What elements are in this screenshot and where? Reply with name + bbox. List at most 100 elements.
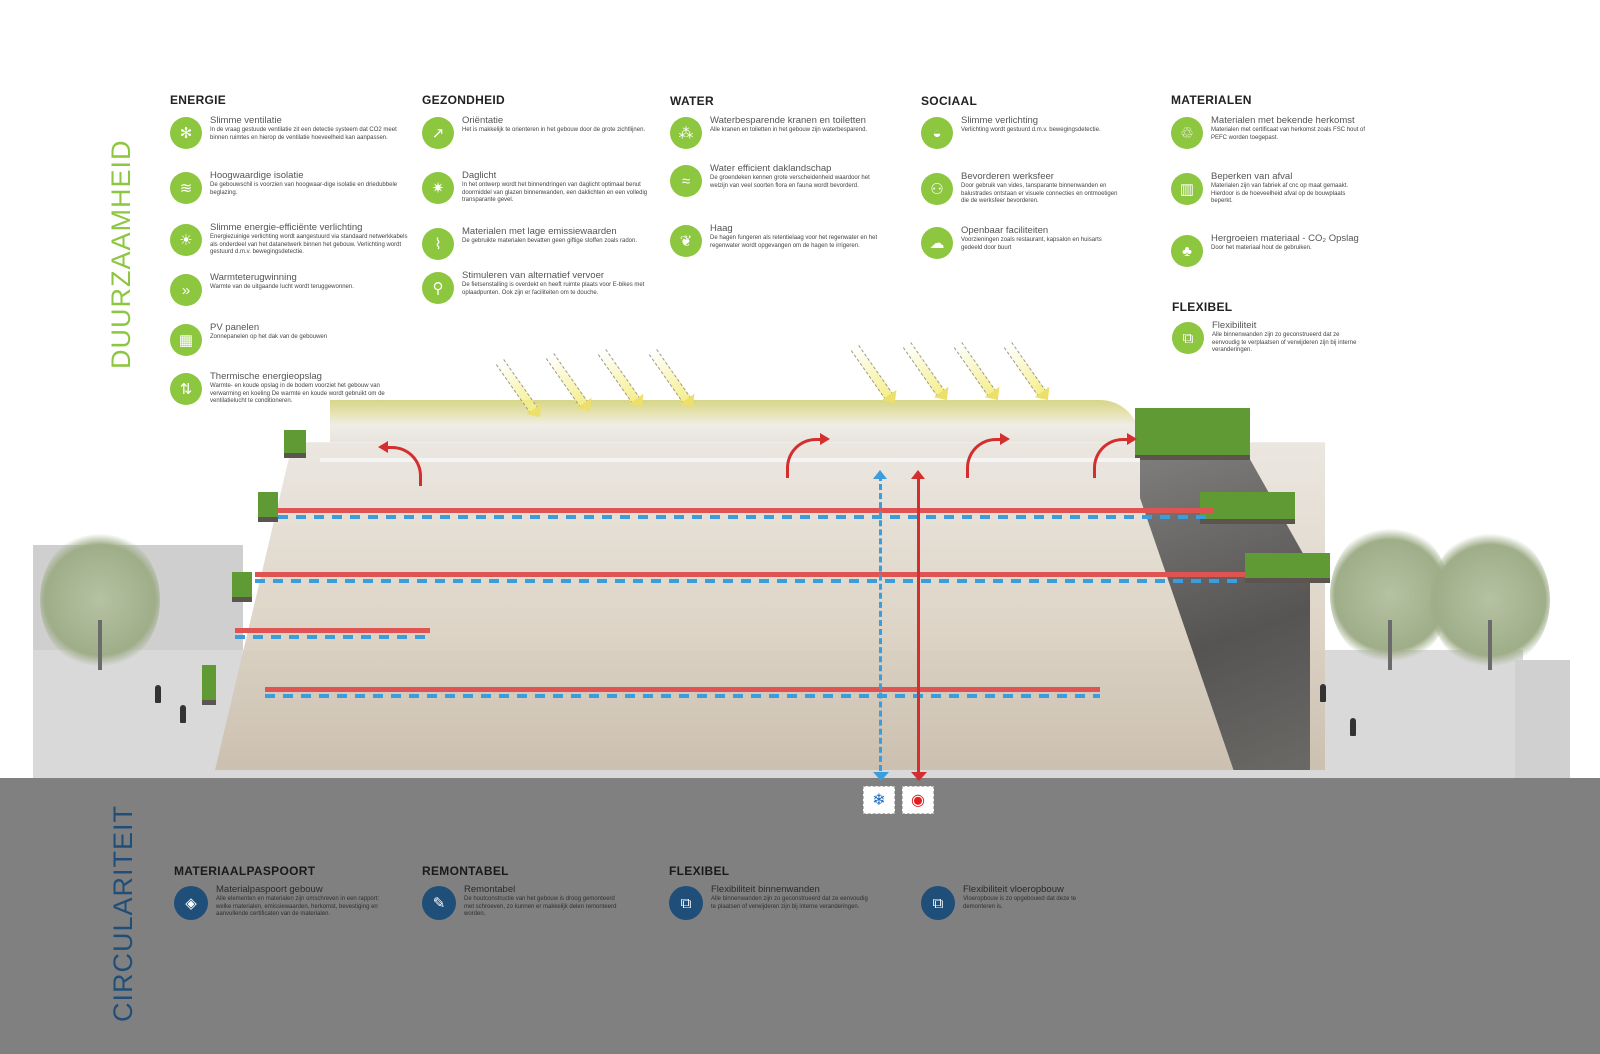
floor-slab [320, 458, 1140, 462]
item-title: Water efficient daklandschap [710, 163, 832, 174]
daylight-icon: ✷ [422, 172, 454, 204]
person-figure [180, 705, 186, 723]
item-desc: Warmte- en koude opslag in de bodem voor… [210, 383, 385, 404]
green-hedge [202, 665, 216, 705]
heating-line [265, 687, 1100, 692]
item-desc: Energiezuinige verlichting wordt aangest… [210, 234, 408, 255]
wrench-icon: ✎ [422, 886, 456, 920]
section-materiaalpaspoort: MATERIAALPASPOORT ◈ Materialpaspoort geb… [174, 864, 419, 944]
section-title: MATERIALEN [1171, 93, 1252, 107]
item-desc: Materialen zijn van fabriek af cnc op ma… [1211, 183, 1349, 204]
item-desc: Alle binnenwanden zijn zo geconstrueerd … [1212, 332, 1357, 353]
cold-storage-line [879, 475, 882, 780]
heating-line [278, 508, 1213, 513]
item-title: Hergroeien materiaal - CO₂ Opslag [1211, 233, 1359, 244]
waves-icon: ≈ [670, 165, 702, 197]
bicycle-icon: ⚲ [422, 272, 454, 304]
arrow-up-icon [873, 470, 887, 479]
section-title: REMONTABEL [422, 864, 509, 878]
section-title: WATER [670, 94, 714, 108]
cooling-line [265, 694, 1100, 698]
item-desc: Door het materiaal hout de gebruiken. [1211, 245, 1312, 251]
green-roof-terrace [1200, 492, 1295, 524]
item-desc: Zonnepanelen op het dak van de gebouwen [210, 334, 328, 340]
motion-light-icon: ◒ [921, 117, 953, 149]
cooling-line [278, 515, 1213, 519]
item-desc: De groendeken kennen grote verscheidenhe… [710, 175, 870, 189]
co2-fan-icon: ✻ [170, 117, 202, 149]
item-title: Hoogwaardige isolatie [210, 170, 304, 181]
item-title: Flexibiliteit vloeropbouw [963, 884, 1064, 895]
duurzaamheid-heading: DUURZAAMHEID [106, 139, 136, 369]
flexible-walls-icon: ⧉ [669, 886, 703, 920]
green-roof-terrace [1135, 408, 1250, 460]
item-title: Warmteterugwinning [210, 272, 297, 283]
item-title: Flexibiliteit binnenwanden [711, 884, 820, 895]
item-title: Materialpaspoort gebouw [216, 884, 323, 895]
community-icon: ☁ [921, 227, 953, 259]
item-title: Oriëntatie [462, 115, 504, 126]
arrow-up-icon [911, 470, 925, 479]
cooling-snowflake-icon: ❄ [863, 786, 895, 814]
item-desc: Materialen met certificaat van herkomst … [1211, 127, 1366, 141]
item-desc: In het ontwerp wordt het binnendringen v… [462, 182, 648, 203]
item-desc: Vloeropbouw is zo opgebouwd dat deze te … [963, 896, 1077, 910]
low-emission-icon: ⌇ [422, 228, 454, 260]
green-hedge [232, 572, 252, 602]
item-desc: De houtconstructie van het gebouw is dro… [464, 896, 617, 917]
tree-icon: ♣ [1171, 235, 1203, 267]
item-desc: Warmte van de uitgaande lucht wordt teru… [210, 284, 354, 290]
green-hedge [284, 430, 306, 458]
tree-trunk [1488, 620, 1492, 670]
section-title: GEZONDHEID [422, 93, 506, 107]
item-desc: Alle elementen en materialen zijn omschr… [216, 896, 380, 917]
item-title: Beperken van afval [1211, 171, 1293, 182]
tree-trunk [1388, 620, 1392, 670]
section-title: ENERGIE [170, 93, 227, 107]
arrow-down-icon [873, 772, 889, 781]
section-title: SOCIAAL [921, 94, 978, 108]
item-title: Materialen met lage emissiewaarden [462, 226, 617, 237]
item-title: Slimme ventilatie [210, 115, 282, 126]
section-title: FLEXIBEL [669, 864, 730, 878]
item-title: PV panelen [210, 322, 260, 333]
item-title: Haag [710, 223, 733, 234]
trash-bin-icon: ▥ [1171, 173, 1203, 205]
heat-recovery-icon: » [170, 274, 202, 306]
circularity-panel [0, 778, 1600, 1054]
solar-panel-icon: ▦ [170, 324, 202, 356]
lightbulb-icon: ☀ [170, 224, 202, 256]
heat-storage-line [917, 475, 920, 780]
item-desc: Voorzieningen zoals restaurant, kapsalon… [961, 237, 1102, 251]
section-water: WATER ⁂ Waterbesparende kranen en toilet… [670, 94, 915, 274]
circulariteit-heading: CIRCULARITEIT [108, 804, 138, 1022]
item-title: Openbaar faciliteiten [961, 225, 1049, 236]
item-title: Flexibiliteit [1212, 320, 1257, 331]
item-desc: De gebouwschil is voorzien van hoogwaar-… [210, 182, 398, 196]
thermal-storage-icon: ⇅ [170, 373, 202, 405]
item-desc: De gebruikte materialen bevatten geen gi… [462, 238, 638, 244]
item-desc: Door gebruik van vides, tansparante binn… [961, 183, 1118, 204]
item-desc: De hagen fungeren als retentielaag voor … [710, 235, 878, 249]
arrow-down-icon [911, 772, 927, 781]
cooling-line [255, 579, 1245, 583]
item-desc: Het is makkelijk te orienteren in het ge… [462, 127, 646, 133]
